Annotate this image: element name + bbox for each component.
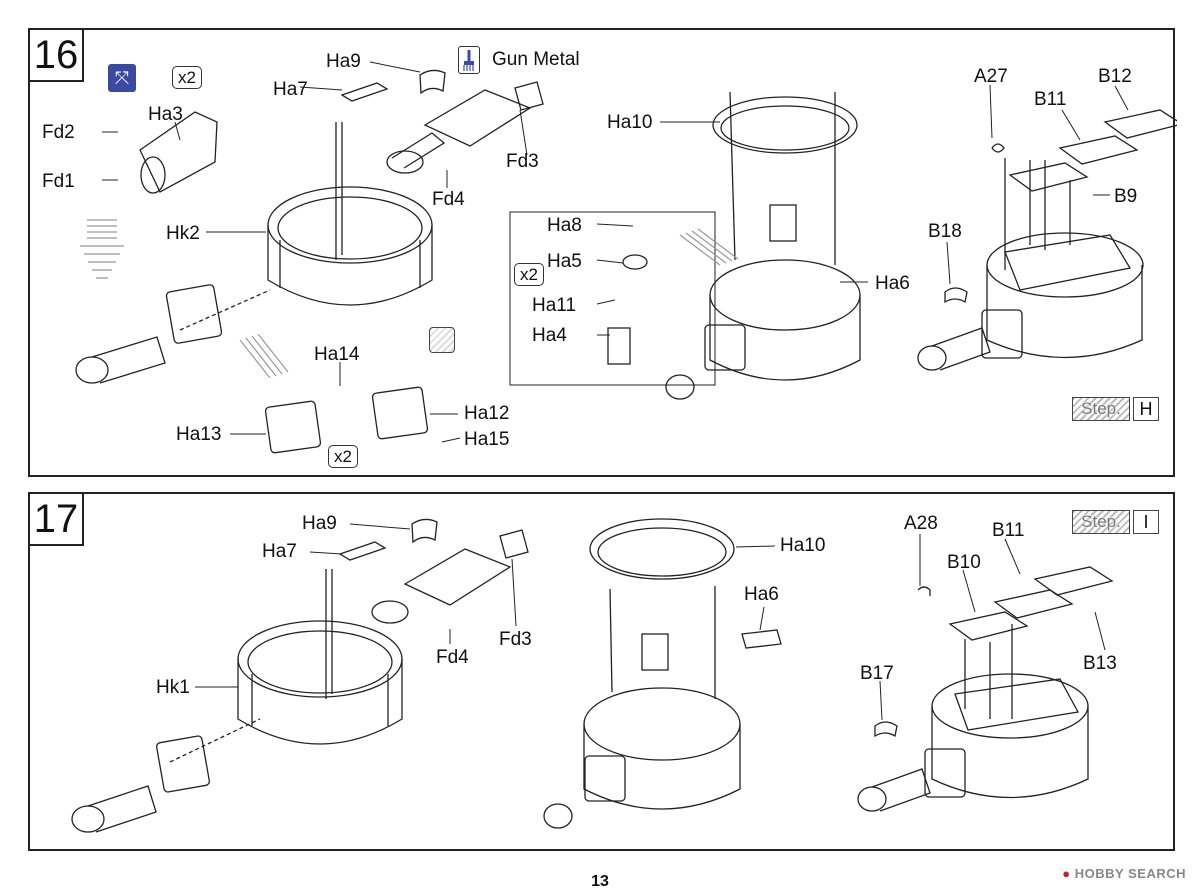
quantity-badge: x2 xyxy=(172,66,202,89)
step-number: 17 xyxy=(30,494,84,546)
part-label-fd2: Fd2 xyxy=(42,122,75,143)
watermark: ● HOBBY SEARCH xyxy=(1062,866,1186,881)
part-label-b10: B10 xyxy=(947,552,981,573)
part-label-hk1: Hk1 xyxy=(156,677,190,698)
watermark-text: HOBBY SEARCH xyxy=(1074,866,1186,881)
part-label-ha7: Ha7 xyxy=(262,541,297,562)
no-glue-icon xyxy=(429,327,455,353)
part-label-fd4: Fd4 xyxy=(436,647,469,668)
quantity-badge: x2 xyxy=(514,263,544,286)
part-label-ha10: Ha10 xyxy=(780,535,826,556)
part-label-fd1: Fd1 xyxy=(42,171,75,192)
part-label-ha14: Ha14 xyxy=(314,344,360,365)
part-label-ha5: Ha5 xyxy=(547,251,582,272)
step-reference: Step. H xyxy=(1072,397,1159,421)
watermark-logo: ● xyxy=(1062,866,1071,881)
page-number: 13 xyxy=(591,873,609,890)
part-label-b12: B12 xyxy=(1098,66,1132,87)
step-16-panel: 16 xyxy=(28,28,1177,477)
part-label-ha3: Ha3 xyxy=(148,104,183,125)
part-label-ha9: Ha9 xyxy=(326,51,361,72)
part-label-fd4: Fd4 xyxy=(432,189,465,210)
step-reference-letter: H xyxy=(1133,397,1159,421)
part-label-fd3: Fd3 xyxy=(506,151,539,172)
part-label-ha4: Ha4 xyxy=(532,325,567,346)
part-label-b11: B11 xyxy=(1034,89,1067,110)
quantity-badge: x2 xyxy=(328,445,358,468)
step-reference-label: Step. xyxy=(1072,397,1130,421)
part-label-a27: A27 xyxy=(974,66,1008,87)
step-16-drawing xyxy=(75,61,1177,454)
part-label-ha11: Ha11 xyxy=(532,295,577,316)
step-17-panel: 17 xyxy=(28,492,1175,851)
part-label-ha6: Ha6 xyxy=(875,273,910,294)
part-label-fd3: Fd3 xyxy=(499,629,532,650)
step-reference: Step. I xyxy=(1072,510,1159,534)
reverse-side-icon: ⤧ xyxy=(108,64,136,92)
part-label-b11: B11 xyxy=(992,520,1025,541)
part-label-ha13: Ha13 xyxy=(176,424,222,445)
part-label-b18: B18 xyxy=(928,221,962,242)
paint-label: Gun Metal xyxy=(492,49,580,70)
part-label-b9: B9 xyxy=(1114,186,1138,207)
hull-ring-top xyxy=(267,186,433,264)
step-reference-letter: I xyxy=(1133,510,1159,534)
step-number: 16 xyxy=(30,30,84,82)
part-label-ha15: Ha15 xyxy=(464,429,510,450)
part-label-ha12: Ha12 xyxy=(464,403,510,424)
part-label-hk2: Hk2 xyxy=(166,223,200,244)
step-17-drawing xyxy=(71,518,1114,833)
part-label-b17: B17 xyxy=(860,663,894,684)
paint-brush-icon xyxy=(458,46,480,74)
part-label-ha9: Ha9 xyxy=(302,513,337,534)
part-label-ha10: Ha10 xyxy=(607,112,653,133)
part-label-ha6: Ha6 xyxy=(744,584,779,605)
part-label-ha8: Ha8 xyxy=(547,215,582,236)
step-reference-label: Step. xyxy=(1072,510,1130,534)
part-label-a28: A28 xyxy=(904,513,938,534)
part-label-b13: B13 xyxy=(1083,653,1117,674)
part-label-ha7: Ha7 xyxy=(273,79,308,100)
